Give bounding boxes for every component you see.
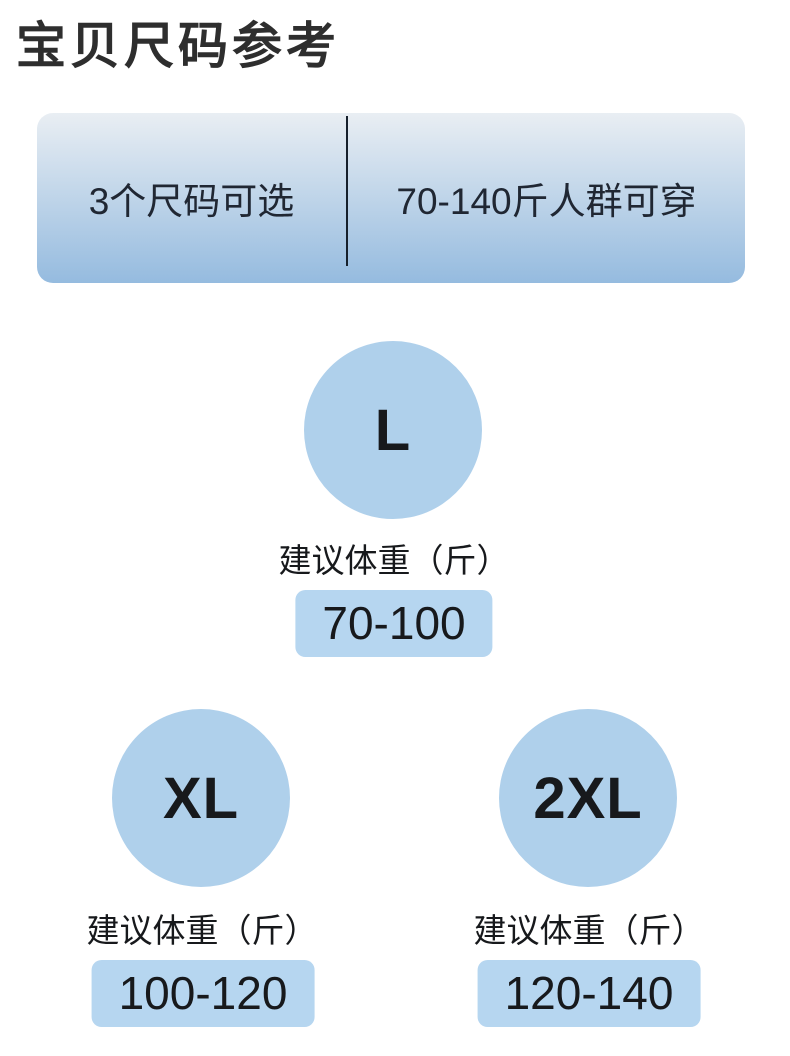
summary-banner: 3个尺码可选 70-140斤人群可穿 xyxy=(37,113,745,283)
weight-hint-2xl: 建议体重（斤） xyxy=(473,912,705,949)
size-label-2xl: 2XL xyxy=(533,765,643,831)
size-circle-xl: XL xyxy=(112,709,290,887)
weight-range-badge-xl: 100-120 xyxy=(91,960,315,1027)
size-circle-2xl: 2XL xyxy=(499,709,677,887)
page-title: 宝贝尺码参考 xyxy=(16,18,340,74)
weight-range-badge-l: 70-100 xyxy=(295,590,493,657)
banner-weight-range-text: 70-140斤人群可穿 xyxy=(396,181,697,222)
size-label-l: L xyxy=(374,397,412,463)
banner-sizes-available-text: 3个尺码可选 xyxy=(88,181,295,222)
weight-hint-xl: 建议体重（斤） xyxy=(86,912,318,949)
size-circle-l: L xyxy=(304,341,482,519)
banner-divider xyxy=(346,116,348,266)
weight-range-badge-2xl: 120-140 xyxy=(477,960,701,1027)
size-label-xl: XL xyxy=(162,765,240,831)
weight-hint-l: 建议体重（斤） xyxy=(278,542,510,579)
